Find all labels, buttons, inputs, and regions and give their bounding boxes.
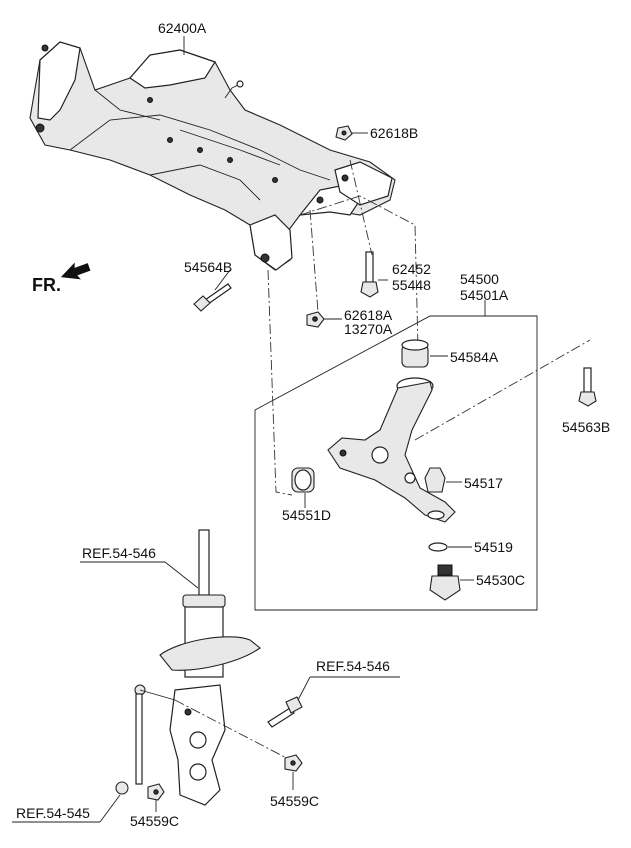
label-54519: 54519: [474, 539, 513, 555]
bolt-62452[interactable]: [360, 251, 379, 298]
label-54530C: 54530C: [476, 572, 525, 588]
label-13270A: 13270A: [344, 321, 393, 337]
label-62618B: 62618B: [370, 125, 418, 141]
label-ref-54-546-b[interactable]: REF.54-546: [316, 658, 390, 674]
label-62452: 62452: [392, 261, 431, 277]
bolt-54563B[interactable]: [578, 367, 597, 407]
label-54559C-a: 54559C: [130, 813, 179, 829]
label-ref-54-546-a[interactable]: REF.54-546: [82, 545, 156, 561]
label-54517: 54517: [464, 475, 503, 491]
assembly-line-3: [309, 209, 319, 313]
leader-ref546-b: [297, 676, 311, 701]
label-54559C-b: 54559C: [270, 793, 319, 809]
label-ref-54-545[interactable]: REF.54-545: [16, 805, 90, 821]
label-55448: 55448: [392, 277, 431, 293]
assembly-line-1: [299, 195, 419, 349]
label-54584A: 54584A: [450, 349, 499, 365]
label-54551D: 54551D: [282, 507, 331, 523]
nut-54559C-left[interactable]: [147, 783, 165, 801]
strut-assembly[interactable]: [159, 529, 261, 806]
bushing-54584A[interactable]: [401, 339, 429, 368]
assembly-line-2: [267, 269, 293, 496]
stabilizer-link[interactable]: [115, 684, 176, 795]
bushing-54551D[interactable]: [291, 467, 315, 493]
assembly-line-4: [414, 339, 591, 441]
front-label: FR.: [32, 275, 61, 295]
label-54564B: 54564B: [184, 259, 232, 275]
assembly-line-6: [174, 699, 301, 766]
leader-54564B: [214, 269, 231, 291]
lower-control-arm-54500[interactable]: [327, 377, 456, 523]
nut-62618A[interactable]: [306, 311, 325, 328]
nut-62618B[interactable]: [335, 125, 353, 141]
leader-ref546-a: [164, 561, 199, 589]
assembly-line-5: [349, 159, 373, 256]
label-54500: 54500: [460, 271, 499, 287]
boot-54517[interactable]: [424, 467, 446, 493]
leader-ref545: [99, 794, 121, 823]
ball-joint-54530C[interactable]: [429, 564, 461, 601]
front-direction-arrow-icon: [60, 262, 91, 280]
label-54563B: 54563B: [562, 419, 610, 435]
bolt-54564B[interactable]: [193, 283, 232, 312]
bolt-ref546-right[interactable]: [267, 696, 303, 728]
label-62400A: 62400A: [158, 20, 207, 36]
label-54501A: 54501A: [460, 287, 509, 303]
front-subframe-62400A[interactable]: [29, 41, 396, 271]
clip-54519[interactable]: [428, 542, 448, 552]
nut-54559C-right[interactable]: [284, 754, 303, 772]
lower-arm-group-frame: [254, 315, 538, 611]
label-62618A: 62618A: [344, 307, 393, 323]
